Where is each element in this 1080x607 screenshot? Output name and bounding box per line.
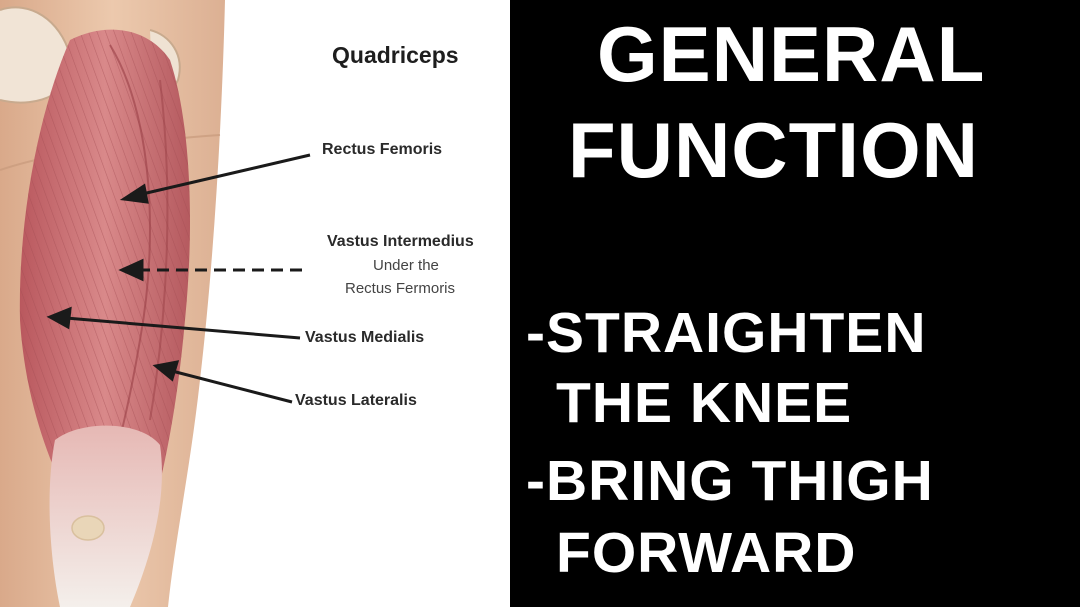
- heading-line-2: FUNCTION: [568, 106, 979, 194]
- arrow-rectus-femoris: [137, 153, 311, 197]
- muscle-fiber-texture: [19, 29, 190, 535]
- arrowhead-vastus-lateralis: [152, 360, 180, 382]
- arrowhead-vastus-medialis: [46, 306, 72, 330]
- quadriceps-tendon: [49, 425, 162, 607]
- label-rectus-femoris: Rectus Femoris: [322, 141, 443, 158]
- arrowhead-vastus-intermedius: [118, 258, 144, 282]
- label-vastus-intermedius-note-2: Rectus Fermoris: [345, 280, 456, 297]
- point-2-line-2: FORWARD: [556, 521, 857, 585]
- heading-line-1: GENERAL: [597, 10, 986, 98]
- label-vastus-intermedius-note-1: Under the: [373, 257, 439, 274]
- label-vastus-lateralis: Vastus Lateralis: [295, 392, 417, 409]
- vastus-lateralis-outline: [149, 79, 169, 421]
- patella: [71, 515, 105, 541]
- label-vastus-medialis: Vastus Medialis: [305, 329, 425, 346]
- quadriceps-illustration: [0, 0, 311, 607]
- point-1-line-2: THE KNEE: [556, 371, 853, 435]
- point-2-line-1: -BRING THIGH: [526, 449, 934, 513]
- arrow-vastus-medialis: [65, 316, 301, 340]
- point-1-line-1: -STRAIGHTEN: [526, 301, 927, 365]
- arrow-vastus-lateralis: [171, 369, 293, 404]
- diagram-title: Quadriceps: [332, 42, 459, 68]
- label-vastus-intermedius: Vastus Intermedius: [327, 233, 474, 250]
- function-text-panel: GENERAL FUNCTION -STRAIGHTEN THE KNEE -B…: [510, 0, 1080, 607]
- anatomy-illustration-panel: Quadriceps Rectus Femoris Vastus Interme…: [0, 0, 510, 607]
- arrowhead-rectus-femoris: [119, 183, 149, 204]
